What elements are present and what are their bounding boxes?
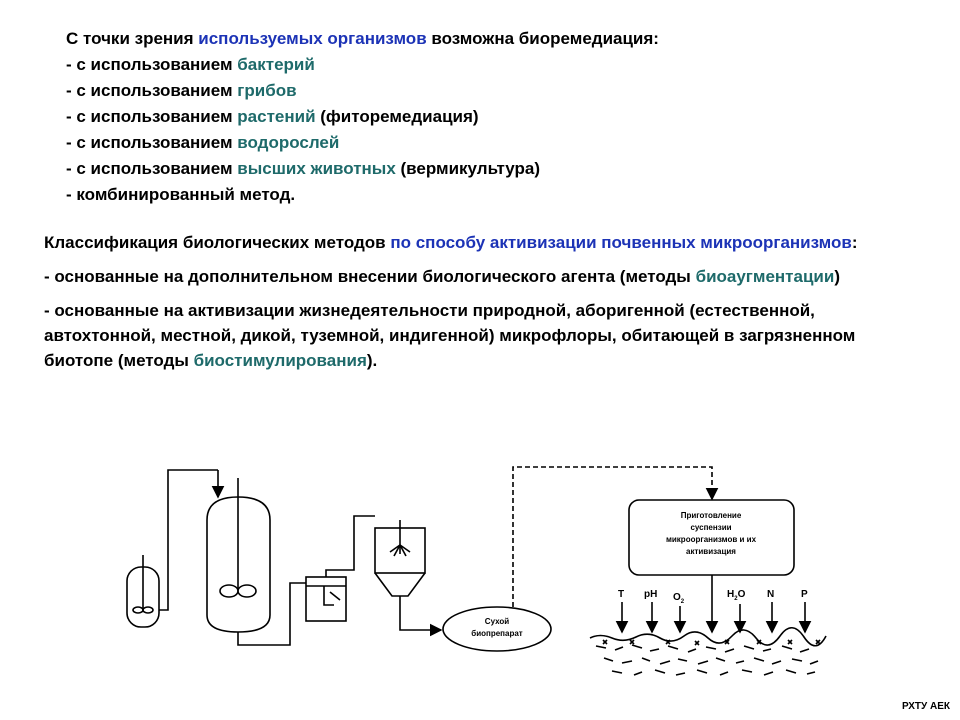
highlighted-term: биоаугментации	[695, 267, 835, 286]
text-run: - с использованием	[66, 55, 238, 74]
organism-line: - с использованием бактерий	[66, 52, 659, 78]
dry-product-label-2: биопрепарат	[471, 629, 523, 638]
highlighted-term: растений	[237, 107, 316, 126]
text-run: - с использованием	[66, 159, 238, 178]
organism-line: - с использованием растений (фиторемедиа…	[66, 104, 659, 130]
classification-paragraph: - основанные на активизации жизнедеятель…	[44, 298, 924, 373]
organism-line: С точки зрения используемых организмов в…	[66, 26, 659, 52]
text-run: С точки зрения	[66, 29, 199, 48]
organism-line: - с использованием высших животных (верм…	[66, 156, 659, 182]
feed-pipe	[159, 469, 218, 611]
product-pipe	[399, 596, 443, 637]
spray-dryer-icon	[374, 520, 426, 597]
prep-label-4: активизация	[686, 547, 736, 556]
highlighted-term: водорослей	[237, 133, 340, 152]
prep-label-1: Приготовление	[681, 511, 742, 520]
separator-icon	[305, 576, 347, 622]
text-run: - с использованием	[66, 81, 238, 100]
factor-o2: O2	[673, 592, 685, 605]
text-run: - комбинированный метод.	[66, 185, 296, 204]
dry-product-node	[442, 606, 552, 652]
highlighted-term: грибов	[237, 81, 297, 100]
footer-label: РХТУ АЕК	[901, 701, 950, 712]
text-run: - с использованием	[66, 107, 238, 126]
classification-paragraph: - основанные на дополнительном внесении …	[44, 264, 924, 289]
factor-h2o: H2O	[727, 589, 746, 602]
factor-p: P	[801, 589, 808, 600]
text-run: ).	[366, 351, 378, 370]
highlighted-term: высших животных	[237, 159, 396, 178]
text-run: (фиторемедиация)	[315, 107, 479, 126]
highlighted-term: бактерий	[237, 55, 315, 74]
organism-line: - комбинированный метод.	[66, 182, 659, 208]
small-fermenter-icon	[126, 555, 160, 628]
classification-paragraph: Классификация биологических методов по с…	[44, 230, 924, 255]
highlighted-term: биостимулирования	[193, 351, 367, 370]
transfer-pipe	[237, 582, 306, 646]
organism-line: - с использованием водорослей	[66, 130, 659, 156]
factor-n: N	[767, 589, 774, 600]
text-run: возможна биоремедиация:	[426, 29, 659, 48]
text-run: - основанные на активизации жизнедеятель…	[44, 301, 856, 370]
organisms-list: С точки зрения используемых организмов в…	[66, 26, 659, 208]
highlighted-term: используемых организмов	[198, 29, 427, 48]
highlighted-term: по способу активизации почвенных микроор…	[390, 233, 852, 252]
separator-pipe	[325, 515, 375, 577]
soil-texture	[595, 639, 821, 676]
prep-label-3: микроорганизмов и их	[666, 535, 757, 544]
text-run: - с использованием	[66, 133, 238, 152]
text-run: :	[851, 233, 858, 252]
text-run: (вермикультура)	[395, 159, 541, 178]
text-run: Классификация биологических методов	[44, 233, 391, 252]
dry-product-label-1: Сухой	[485, 617, 509, 626]
soil-surface	[589, 626, 827, 647]
main-fermenter-icon	[206, 478, 271, 633]
factor-t: T	[618, 589, 624, 600]
text-run: )	[834, 267, 840, 286]
prep-label-2: суспензии	[690, 523, 731, 532]
text-run: - основанные на дополнительном внесении …	[44, 267, 696, 286]
factor-ph: pH	[644, 589, 657, 600]
organism-line: - с использованием грибов	[66, 78, 659, 104]
classification-text: Классификация биологических методов по с…	[44, 230, 924, 382]
dashed-connector	[512, 466, 719, 607]
